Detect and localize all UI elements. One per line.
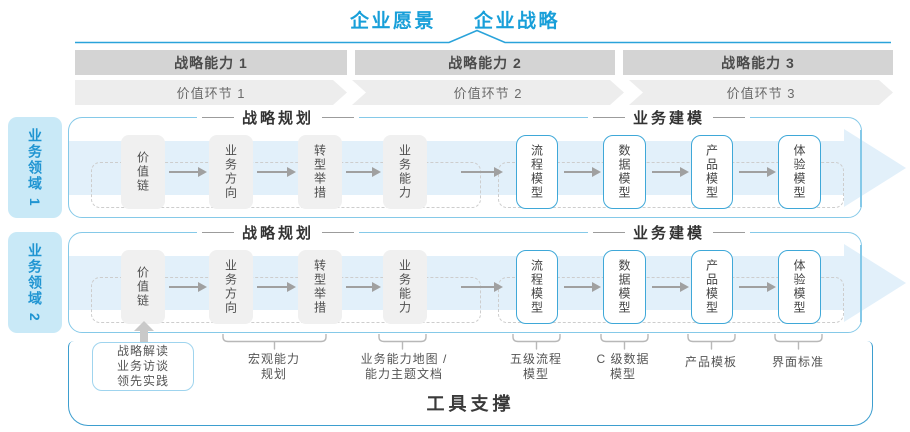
box-data-model: 数据模型: [603, 135, 646, 209]
domain-label-1: 业务领域 1: [8, 117, 62, 218]
capability-bar-1: 战略能力 1: [75, 50, 347, 75]
flow-arrow: [169, 282, 207, 292]
annotation-macro-capability: 宏观能力 规划: [247, 352, 300, 381]
brace-data-model: [600, 334, 649, 350]
page-title: 企业愿景 企业战略: [0, 6, 910, 33]
up-arrow-icon: [134, 321, 154, 342]
dashed-track-planning: [91, 277, 481, 323]
box-product-model: 产品模型: [691, 250, 733, 324]
flow-arrow: [652, 167, 689, 177]
box-transformation-initiatives: 转型举措: [298, 135, 342, 209]
container-edge-line: [860, 245, 862, 322]
business-domain-row-2: 战略规划 业务建模 价值链 业务方向 转型举措 业务能力 流程模型 数据模型 产…: [68, 222, 906, 333]
box-transformation-initiatives: 转型举措: [298, 250, 342, 324]
box-business-capability: 业务能力: [383, 135, 427, 209]
brace-interface-standard: [774, 334, 823, 350]
flow-arrow: [564, 167, 601, 177]
brace-capability-map: [378, 334, 427, 350]
box-value-chain: 价值链: [121, 250, 165, 324]
brace-macro-capability: [222, 334, 327, 350]
business-domain-row-1: 战略规划 业务建模 价值链 业务方向 转型举措 业务能力 流程模型 数据模型 产…: [68, 107, 906, 218]
annotation-product-template: 产品模板: [684, 355, 737, 369]
box-experience-model: 体验模型: [778, 135, 821, 209]
box-business-direction: 业务方向: [209, 250, 253, 324]
flow-arrow: [346, 167, 381, 177]
flow-arrow: [169, 167, 207, 177]
annotation-interface-standard: 界面标准: [771, 355, 824, 369]
annotation-process-model: 五级流程 模型: [509, 352, 562, 381]
box-data-model: 数据模型: [603, 250, 646, 324]
tool-support-label: 工具支撑: [426, 394, 515, 414]
flow-arrow: [739, 282, 776, 292]
section-header-business-modeling: 业务建模: [587, 222, 751, 243]
box-value-chain: 价值链: [121, 135, 165, 209]
flow-arrow: [346, 282, 381, 292]
box-process-model: 流程模型: [516, 135, 558, 209]
flow-band-arrowhead: [844, 244, 906, 322]
section-header-business-modeling: 业务建模: [587, 107, 751, 128]
box-business-capability: 业务能力: [383, 250, 427, 324]
flow-arrow: [739, 167, 776, 177]
brace-product-template: [687, 334, 736, 350]
vision-title: 企业愿景: [349, 11, 436, 32]
value-link-chevron-1: 价值环节 1: [75, 80, 347, 105]
annotation-data-model: C 级数据 模型: [596, 352, 650, 381]
inputs-line: 领先实践: [116, 374, 169, 388]
inputs-line: 业务访谈: [116, 359, 169, 373]
domain-label-2: 业务领域 2: [8, 232, 62, 333]
box-product-model: 产品模型: [691, 135, 733, 209]
section-header-strategic-planning: 战略规划: [196, 222, 360, 243]
capability-bar-2: 战略能力 2: [355, 50, 615, 75]
flow-arrow: [461, 167, 503, 177]
annotation-capability-map: 业务能力地图 / 能力主题文档: [360, 352, 448, 381]
caret-divider-line: [75, 29, 891, 44]
strategy-title: 企业战略: [474, 11, 561, 32]
dashed-track-modeling: [498, 162, 844, 208]
dashed-track-modeling: [498, 277, 844, 323]
value-link-chevron-3: 价值环节 3: [629, 80, 893, 105]
inputs-line: 战略解读: [116, 344, 169, 358]
box-business-direction: 业务方向: [209, 135, 253, 209]
tool-support-container: 工具支撑: [68, 341, 873, 426]
flow-arrow: [257, 282, 296, 292]
box-process-model: 流程模型: [516, 250, 558, 324]
brace-process-model: [512, 334, 561, 350]
flow-arrow: [257, 167, 296, 177]
flow-arrow: [652, 282, 689, 292]
flow-arrow: [564, 282, 601, 292]
capability-bar-3: 战略能力 3: [623, 50, 893, 75]
value-link-chevron-2: 价值环节 2: [352, 80, 624, 105]
flow-band-arrowhead: [844, 129, 906, 207]
container-edge-line: [860, 130, 862, 207]
box-experience-model: 体验模型: [778, 250, 821, 324]
section-header-strategic-planning: 战略规划: [196, 107, 360, 128]
annotation-inputs-box: 战略解读 业务访谈 领先实践: [92, 342, 194, 391]
flow-arrow: [461, 282, 503, 292]
dashed-track-planning: [91, 162, 481, 208]
